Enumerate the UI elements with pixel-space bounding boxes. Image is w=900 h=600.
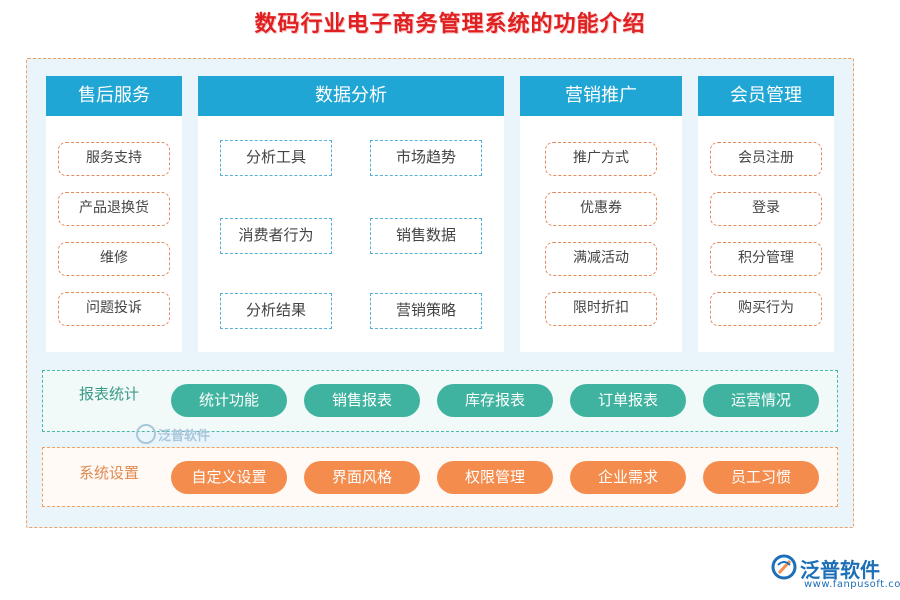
data-analysis-item: 分析工具: [220, 140, 332, 176]
data-analysis-item: 营销策略: [370, 293, 482, 329]
watermark-text: 泛普软件: [158, 429, 211, 444]
settings-pill: 自定义设置: [171, 461, 287, 494]
marketing-item: 限时折扣: [545, 292, 657, 326]
diagram-title: 数码行业电子商务管理系统的功能介绍: [254, 11, 646, 37]
report-pill: 统计功能: [171, 384, 287, 417]
brand-logo-icon: [771, 554, 797, 580]
after-sales-item: 问题投诉: [58, 292, 170, 326]
report-pill: 订单报表: [570, 384, 686, 417]
data-analysis-panel: 数据分析 分析工具 市场趋势 消费者行为 销售数据 分析结果 营销策略: [198, 76, 504, 352]
data-analysis-item: 销售数据: [370, 218, 482, 254]
data-analysis-item: 分析结果: [220, 293, 332, 329]
marketing-item: 满减活动: [545, 242, 657, 276]
data-analysis-header: 数据分析: [198, 76, 504, 116]
report-pill: 库存报表: [437, 384, 553, 417]
membership-item: 会员注册: [710, 142, 822, 176]
settings-pill: 企业需求: [570, 461, 686, 494]
watermark-logo-icon: [136, 424, 156, 444]
after-sales-item: 产品退换货: [58, 192, 170, 226]
reports-label: 报表统计: [79, 385, 140, 403]
after-sales-item: 服务支持: [58, 142, 170, 176]
marketing-panel: 营销推广 推广方式 优惠券 满减活动 限时折扣: [520, 76, 682, 352]
brand-url: www.fanpusoft.com: [804, 579, 900, 590]
settings-pill: 员工习惯: [703, 461, 819, 494]
report-pill: 销售报表: [304, 384, 420, 417]
membership-panel: 会员管理 会员注册 登录 积分管理 购买行为: [698, 76, 834, 352]
after-sales-item: 维修: [58, 242, 170, 276]
after-sales-header: 售后服务: [46, 76, 182, 116]
settings-section: 系统设置 自定义设置 界面风格 权限管理 企业需求 员工习惯: [42, 447, 838, 507]
data-analysis-item: 市场趋势: [370, 140, 482, 176]
membership-header: 会员管理: [698, 76, 834, 116]
watermark: 泛普软件: [136, 424, 210, 444]
after-sales-panel: 售后服务 服务支持 产品退换货 维修 问题投诉: [46, 76, 182, 352]
settings-pill: 界面风格: [304, 461, 420, 494]
settings-label: 系统设置: [79, 464, 140, 482]
membership-item: 购买行为: [710, 292, 822, 326]
data-analysis-item: 消费者行为: [220, 218, 332, 254]
membership-item: 积分管理: [710, 242, 822, 276]
brand-name: 泛普软件: [800, 558, 880, 582]
membership-item: 登录: [710, 192, 822, 226]
settings-pill: 权限管理: [437, 461, 553, 494]
reports-section: 报表统计 统计功能 销售报表 库存报表 订单报表 运营情况: [42, 370, 838, 432]
report-pill: 运营情况: [703, 384, 819, 417]
marketing-item: 优惠券: [545, 192, 657, 226]
marketing-header: 营销推广: [520, 76, 682, 116]
marketing-item: 推广方式: [545, 142, 657, 176]
